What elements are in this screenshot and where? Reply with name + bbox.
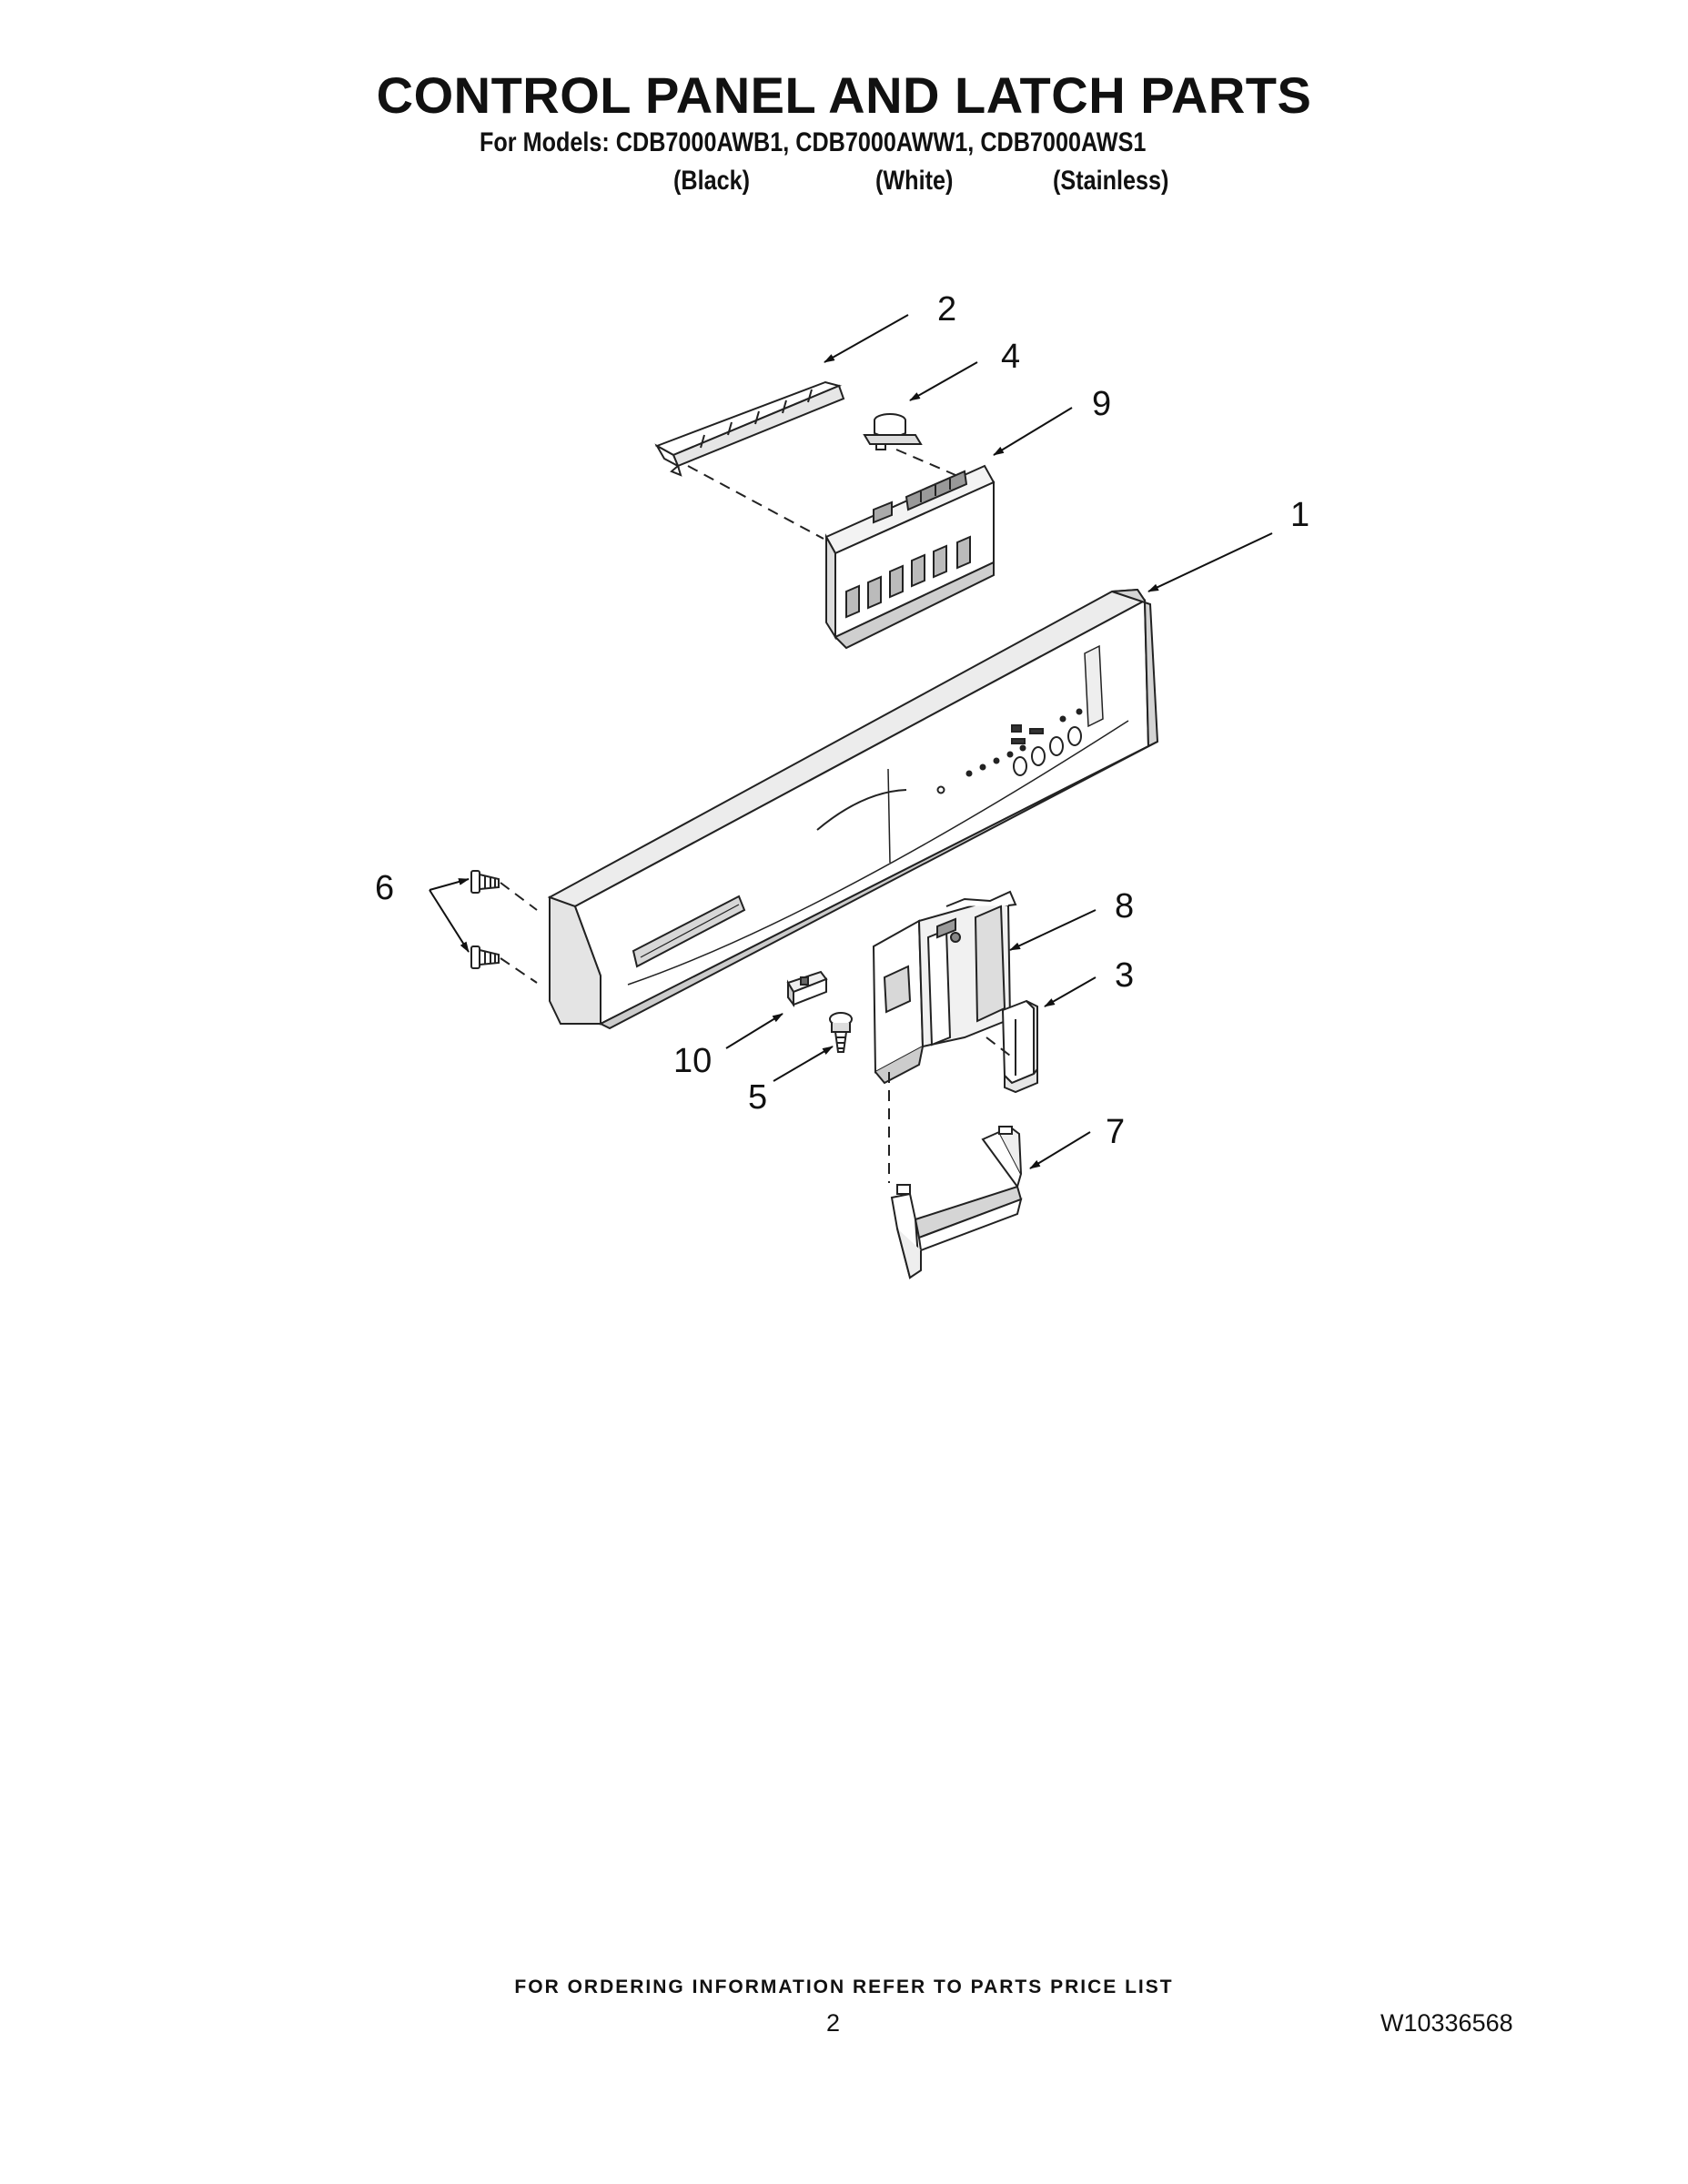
part-6-screw-lower [470, 945, 500, 969]
document-id: W10336568 [1380, 2009, 1513, 2037]
assembly-lines [500, 449, 1011, 1183]
callout-1: 1 [1290, 496, 1309, 534]
part-3-latch-strike [1001, 999, 1038, 1094]
part-9-control-board [824, 464, 996, 650]
part-1-control-panel [547, 588, 1159, 1030]
callout-7: 7 [1106, 1113, 1125, 1151]
callout-2: 2 [937, 290, 956, 329]
callout-5: 5 [748, 1078, 767, 1117]
part-6-screw-upper [470, 870, 500, 894]
callout-4: 4 [1001, 338, 1020, 376]
part-2-bracket [654, 380, 845, 477]
variant-white: (White) [875, 166, 954, 196]
part-7-latch-handle [890, 1126, 1023, 1279]
variant-black: (Black) [673, 166, 751, 196]
part-5-latch-screw [829, 1012, 853, 1053]
part-10-switch [786, 970, 828, 1007]
page-number: 2 [826, 2009, 841, 2037]
callout-8: 8 [1115, 887, 1134, 925]
ordering-note: FOR ORDERING INFORMATION REFER TO PARTS … [514, 1977, 1174, 1997]
part-4-sensor [863, 413, 923, 450]
part-8-latch-assembly [872, 890, 1017, 1085]
callout-9: 9 [1092, 385, 1111, 423]
callout-3: 3 [1115, 956, 1134, 995]
models-line: For Models: CDB7000AWB1, CDB7000AWW1, CD… [480, 127, 1147, 157]
page-title: CONTROL PANEL AND LATCH PARTS [376, 66, 1312, 124]
variant-stainless: (Stainless) [1053, 166, 1169, 196]
callout-6: 6 [375, 869, 394, 907]
callout-leaders [429, 314, 1273, 1169]
callout-10: 10 [673, 1042, 712, 1080]
